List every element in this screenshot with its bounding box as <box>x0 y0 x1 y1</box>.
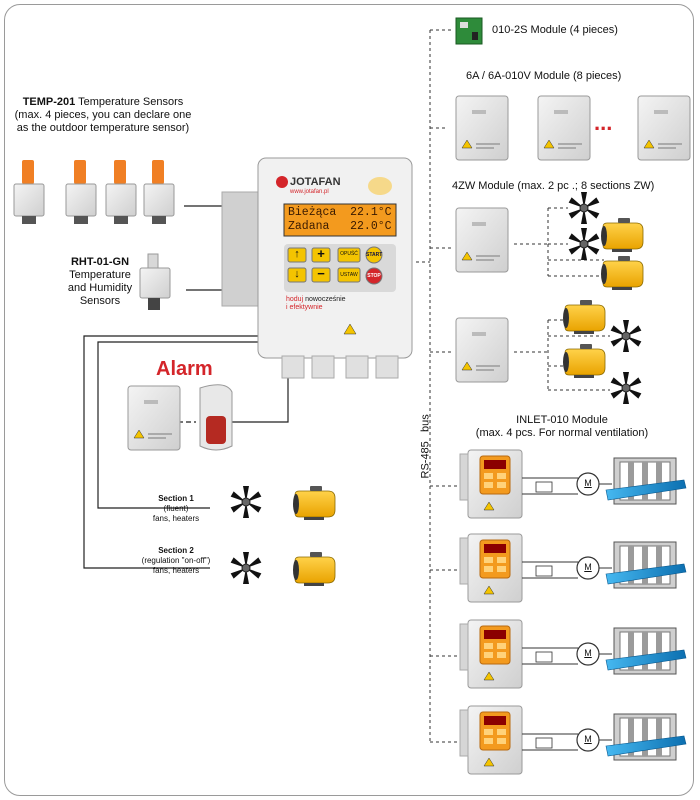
alarm-module-device <box>127 385 181 451</box>
module-010-2s-label: 010-2S Module (4 pieces) <box>492 24 618 36</box>
temp-sensor-desc: Temperature Sensors (max. 4 pieces, you … <box>14 96 192 134</box>
zw1-heater-2-icon <box>600 255 644 291</box>
section1-heater-icon <box>292 485 336 521</box>
zw2-heater-2-icon <box>562 343 606 379</box>
zw2-heater-1-icon <box>562 299 606 335</box>
alarm-siren-device <box>199 384 233 451</box>
stop-button[interactable]: STOP <box>367 273 381 279</box>
inlet-row-2 <box>459 533 687 603</box>
module-4zw-2 <box>455 317 509 383</box>
diagram-frame <box>4 4 694 796</box>
temp-sensor-name: TEMP-201 <box>22 96 76 108</box>
section-1-label: Section 1 (fluent) fans, heaters <box>134 494 218 524</box>
arrow-up-icon[interactable]: ↑ <box>294 248 300 260</box>
slogan-part-1: hoduj <box>286 296 304 303</box>
ustaw-button[interactable]: USTAW <box>340 272 358 278</box>
section1-fan-icon <box>230 485 262 519</box>
temp-sensor-label: TEMP-201 Temperature Sensors (max. 4 pie… <box>10 96 196 135</box>
controller-website: www.jotafan.pl <box>290 189 329 195</box>
rht-sensor-device <box>139 253 171 310</box>
zw1-fan-2-icon <box>568 227 600 261</box>
section-2-label: Section 2 (regulation "on-off") fans, he… <box>130 546 222 576</box>
controller-brand: JOTAFAN <box>290 176 341 188</box>
zw2-fan-2-icon <box>610 371 642 405</box>
zw2-fan-1-icon <box>610 319 642 353</box>
lcd-line-1: Bieżąca 22.1°C <box>288 206 392 219</box>
module-6a-2 <box>537 95 591 161</box>
module-6a-label: 6A / 6A-010V Module (8 pieces) <box>466 70 622 82</box>
rht-sensor-desc-2: and Humidity <box>67 282 133 294</box>
inlet-module-label: INLET-010 Module (max. 4 pcs. For normal… <box>446 414 678 440</box>
inlet-row-3 <box>459 619 687 689</box>
section2-heater-icon <box>292 551 336 587</box>
section-2-title: Section 2 <box>158 546 194 555</box>
rht-sensor-name: RHT-01-GN <box>70 256 130 268</box>
inlet-row-4 <box>459 705 687 775</box>
motor-label-2: M <box>584 562 592 572</box>
section-2-sub: (regulation "on-off") <box>141 556 211 565</box>
module-6a-3 <box>637 95 691 161</box>
plus-icon[interactable]: + <box>317 246 325 261</box>
minus-icon[interactable]: − <box>317 266 325 281</box>
arrow-down-icon[interactable]: ↓ <box>294 268 300 280</box>
motor-label-1: M <box>584 478 592 488</box>
inlet-module-title: INLET-010 Module <box>516 414 608 426</box>
main-controller-device <box>221 157 413 379</box>
module-4zw-1 <box>455 207 509 273</box>
motor-label-3: M <box>584 648 592 658</box>
board-010-2s-icon <box>455 17 483 45</box>
zw1-fan-1-icon <box>568 191 600 225</box>
alarm-label: Alarm <box>156 358 213 380</box>
start-button[interactable]: START <box>366 252 383 258</box>
inlet-module-sub: (max. 4 pcs. For normal ventilation) <box>475 427 649 439</box>
section-1-desc: fans, heaters <box>152 514 200 523</box>
module-4zw-label: 4ZW Module (max. 2 pc .; 8 sections ZW) <box>452 180 655 192</box>
rs485-bus-label: RS-485 bus <box>419 414 432 479</box>
lcd-line-2: Zadana 22.0°C <box>288 220 392 233</box>
module-6a-ellipsis: ... <box>594 110 613 135</box>
section2-fan-icon <box>230 551 262 585</box>
module-6a-1 <box>455 95 509 161</box>
rht-sensor-label: RHT-01-GN Temperature and Humidity Senso… <box>62 256 138 308</box>
opusc-button[interactable]: OPUŚĆ <box>340 251 358 257</box>
inlet-row-1 <box>459 449 687 519</box>
slogan-part-2: nowocześnie <box>305 296 346 303</box>
section-2-desc: fans, heaters <box>152 566 200 575</box>
zw1-heater-1-icon <box>600 217 644 253</box>
rht-sensor-desc-1: Temperature <box>69 269 131 281</box>
section-1-sub: (fluent) <box>163 504 189 513</box>
slogan-part-3: i efektywnie <box>286 304 323 311</box>
motor-label-4: M <box>584 734 592 744</box>
controller-slogan: hoduj nowocześnie i efektywnie <box>286 296 346 312</box>
rht-sensor-desc-3: Sensors <box>79 295 121 307</box>
temp-sensors-group <box>13 160 175 224</box>
section-1-title: Section 1 <box>158 494 194 503</box>
